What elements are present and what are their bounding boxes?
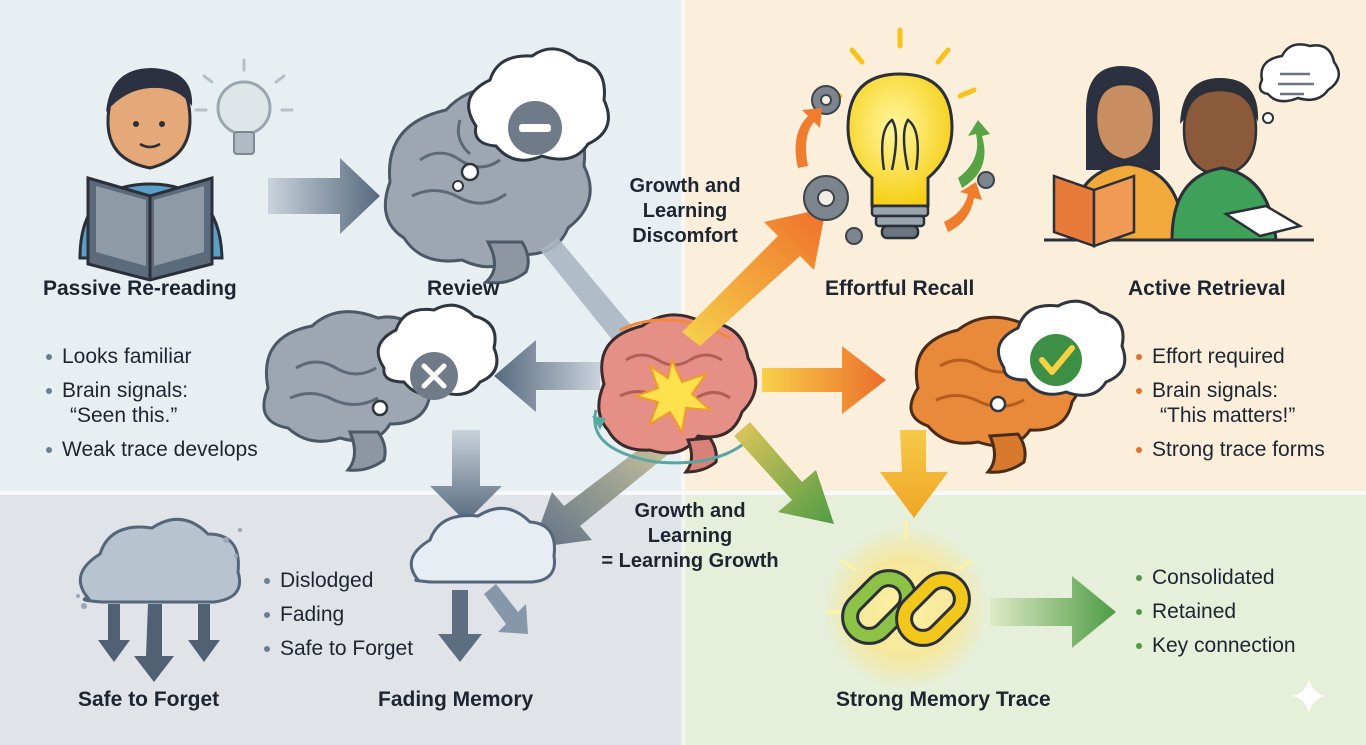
label-effortful-recall: Effortful Recall bbox=[825, 277, 975, 300]
bullet-text: Brain signals: bbox=[1152, 379, 1279, 402]
list-item: Fading bbox=[262, 602, 413, 627]
storm-cloud-icon bbox=[76, 517, 242, 682]
list-item: Looks familiar bbox=[44, 344, 258, 369]
students-icon bbox=[1044, 43, 1341, 248]
bullet-dot bbox=[46, 354, 52, 360]
sparkle-icon bbox=[1292, 679, 1326, 713]
fading-cloud-icon bbox=[409, 506, 557, 662]
center-top-line: Learning bbox=[642, 200, 728, 222]
cycle-arrow bbox=[958, 120, 990, 188]
list-item: Consolidated bbox=[1134, 565, 1296, 590]
chain-link-icon bbox=[826, 520, 973, 647]
bright-bulb-icon bbox=[823, 27, 977, 240]
bullet-subtext: “Seen this.” bbox=[70, 404, 178, 427]
list-item: Safe to Forget bbox=[262, 636, 413, 661]
arrow-to-effortful bbox=[682, 208, 826, 346]
arrow-to-chain bbox=[734, 422, 834, 524]
arrow-to-forget bbox=[532, 424, 686, 548]
bullet-dot bbox=[1136, 388, 1142, 394]
center-bottom-line: Growth and bbox=[634, 500, 746, 522]
person-reading-icon bbox=[78, 68, 224, 282]
center-label-top: Growth and Learning Discomfort bbox=[600, 174, 770, 249]
label-strong-memory-trace: Strong Memory Trace bbox=[836, 688, 1051, 711]
bullet-text: Brain signals: bbox=[62, 379, 189, 402]
arrow-review-center bbox=[540, 238, 650, 362]
center-bottom-line: Learning bbox=[647, 525, 733, 547]
center-top-line: Growth and bbox=[629, 175, 741, 197]
label-review: Review bbox=[427, 277, 500, 300]
arrow-to-chain-down bbox=[880, 430, 948, 518]
list-item: Brain signals:“This matters!” bbox=[1134, 378, 1325, 428]
bullet-text: Looks familiar bbox=[62, 345, 192, 368]
list-item: Brain signals:“Seen this.” bbox=[44, 378, 258, 428]
cross-thought-icon bbox=[371, 303, 499, 417]
label-passive-rereading: Passive Re-reading bbox=[43, 277, 237, 300]
arrow-to-weak bbox=[494, 340, 600, 412]
arrow-to-strong-brain bbox=[762, 346, 886, 414]
bullet-text: Fading bbox=[280, 603, 345, 626]
bullet-text: Safe to Forget bbox=[280, 637, 414, 660]
center-label-bottom: Growth and Learning = Learning Growth bbox=[580, 499, 800, 574]
bullet-text: Strong trace forms bbox=[1152, 438, 1325, 461]
center-bottom-line: = Learning Growth bbox=[601, 550, 779, 572]
bullet-dot bbox=[1136, 609, 1142, 615]
cycle-arrow bbox=[795, 108, 822, 168]
center-top-line: Discomfort bbox=[632, 225, 738, 247]
bullet-subtext: “This matters!” bbox=[1160, 404, 1296, 427]
label-active-retrieval: Active Retrieval bbox=[1128, 277, 1286, 300]
bullets-passive: Looks familiar Brain signals:“Seen this.… bbox=[44, 344, 258, 471]
arrow-to-fading bbox=[430, 430, 502, 522]
bullet-text: Effort required bbox=[1152, 345, 1285, 368]
label-safe-to-forget: Safe to Forget bbox=[78, 688, 220, 711]
gear-icon bbox=[803, 85, 995, 245]
bullet-text: Retained bbox=[1152, 600, 1237, 623]
list-item: Strong trace forms bbox=[1134, 437, 1325, 462]
cycle-arrow bbox=[944, 182, 982, 232]
label-fading-memory: Fading Memory bbox=[378, 688, 534, 711]
bullet-dot bbox=[1136, 643, 1142, 649]
bullet-dot bbox=[46, 388, 52, 394]
minus-thought-icon bbox=[452, 47, 610, 192]
bullet-dot bbox=[46, 447, 52, 453]
list-item: Dislodged bbox=[262, 568, 413, 593]
bullet-dot bbox=[1136, 575, 1142, 581]
list-item: Retained bbox=[1134, 599, 1296, 624]
bullet-dot bbox=[1136, 354, 1142, 360]
bullets-strong: Consolidated Retained Key connection bbox=[1134, 565, 1296, 667]
central-brain-icon bbox=[592, 313, 758, 474]
dim-bulb-icon bbox=[194, 58, 294, 155]
bullet-dot bbox=[264, 578, 270, 584]
bullets-active: Effort required Brain signals:“This matt… bbox=[1134, 344, 1325, 471]
arrow-to-retained bbox=[990, 576, 1116, 648]
bullet-text: Dislodged bbox=[280, 569, 374, 592]
bullet-text: Key connection bbox=[1152, 634, 1296, 657]
check-thought-icon bbox=[989, 299, 1127, 413]
bullet-dot bbox=[264, 612, 270, 618]
bullet-dot bbox=[264, 646, 270, 652]
bullet-text: Weak trace develops bbox=[62, 438, 258, 461]
bullet-text: Consolidated bbox=[1152, 566, 1275, 589]
list-item: Weak trace develops bbox=[44, 437, 258, 462]
list-item: Key connection bbox=[1134, 633, 1296, 658]
bullet-dot bbox=[1136, 447, 1142, 453]
list-item: Effort required bbox=[1134, 344, 1325, 369]
bullets-fading: Dislodged Fading Safe to Forget bbox=[262, 568, 413, 670]
arrow-to-review bbox=[268, 158, 380, 234]
